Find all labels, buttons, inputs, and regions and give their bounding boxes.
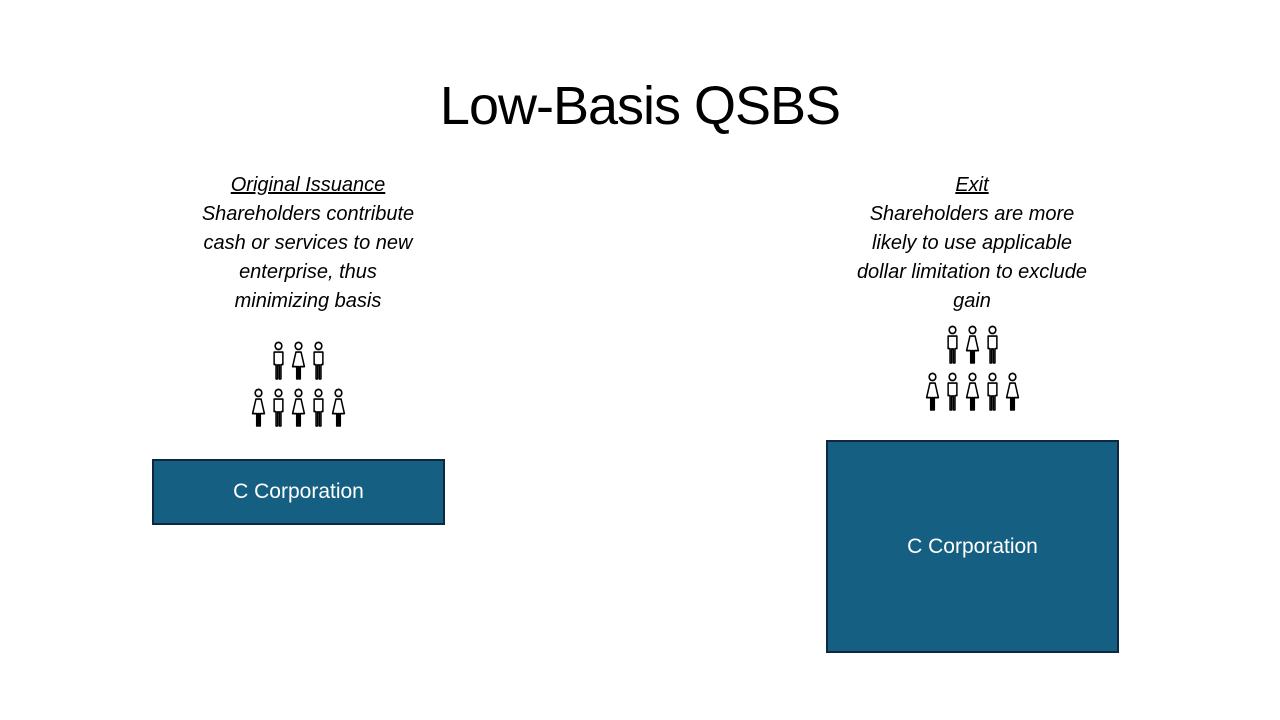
exit-body: Shareholders are more likely to use appli…: [812, 200, 1132, 316]
man-icon: [312, 388, 324, 427]
body-line: cash or services to new: [203, 232, 413, 254]
man-icon: [272, 388, 284, 427]
body-line: Shareholders contribute: [201, 203, 415, 225]
people-row: [923, 372, 1022, 413]
body-line: Shareholders are more: [869, 203, 1075, 225]
woman-icon: [965, 325, 979, 364]
people-row: [269, 341, 328, 382]
man-icon: [272, 341, 284, 380]
man-icon: [946, 325, 958, 364]
exit-text-block: Exit Shareholders are more likely to use …: [812, 171, 1132, 316]
slide-title: Low-Basis QSBS: [439, 76, 841, 136]
woman-icon: [251, 388, 265, 427]
body-line: dollar limitation to exclude: [856, 261, 1088, 283]
woman-icon: [291, 341, 305, 380]
man-icon: [986, 325, 998, 364]
people-row: [943, 325, 1002, 366]
man-icon: [312, 341, 324, 380]
c-corporation-label-left: C Corporation: [233, 480, 364, 503]
body-line: minimizing basis: [234, 290, 382, 312]
woman-icon: [291, 388, 305, 427]
c-corporation-box-right: C Corporation: [826, 440, 1119, 653]
man-icon: [986, 372, 998, 411]
people-row: [249, 388, 348, 429]
body-line: enterprise, thus: [239, 261, 377, 283]
woman-icon: [965, 372, 979, 411]
c-corporation-label-right: C Corporation: [907, 534, 1038, 558]
shareholders-people-group-icon-right: [907, 325, 1037, 413]
woman-icon: [331, 388, 345, 427]
original-issuance-text-block: Original Issuance Shareholders contribut…: [148, 171, 468, 316]
exit-heading: Exit: [955, 174, 989, 196]
shareholders-people-group-icon-left: [233, 341, 363, 429]
woman-icon: [925, 372, 939, 411]
body-line: likely to use applicable: [871, 232, 1073, 254]
woman-icon: [1005, 372, 1019, 411]
body-line: gain: [953, 290, 991, 312]
c-corporation-box-left: C Corporation: [152, 459, 445, 525]
man-icon: [946, 372, 958, 411]
original-issuance-body: Shareholders contribute cash or services …: [148, 200, 468, 316]
original-issuance-heading: Original Issuance: [230, 174, 386, 196]
